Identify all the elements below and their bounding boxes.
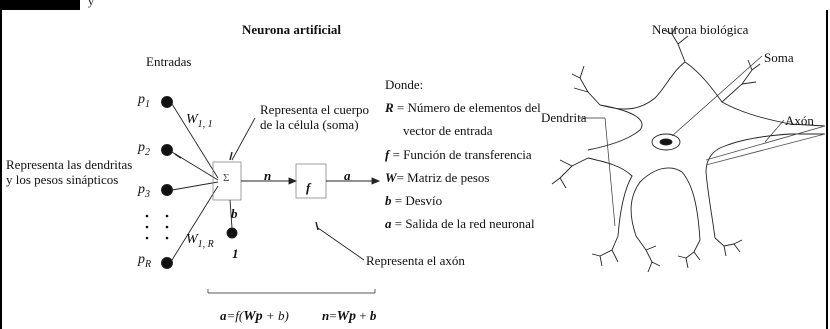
legend-row-W: W= Matriz de pesos bbox=[385, 170, 490, 185]
input-p3-label: p3 bbox=[138, 182, 150, 200]
ellipsis-dots bbox=[145, 214, 169, 240]
formula-a: a=f(Wp + b) bbox=[220, 308, 289, 324]
artificial-title: Neurona artificial bbox=[242, 22, 342, 37]
input-p2-label: p2 bbox=[138, 140, 150, 158]
weight-line-1 bbox=[171, 103, 219, 179]
nucleus bbox=[651, 133, 681, 151]
legend-title: Donde: bbox=[385, 77, 424, 92]
figure-frame bbox=[0, 10, 828, 329]
input-pR-label: pR bbox=[138, 252, 152, 270]
axon-pointer bbox=[317, 227, 365, 261]
biological-title: Neurona biológica bbox=[652, 22, 749, 37]
bias-line bbox=[229, 199, 233, 229]
bias-node bbox=[226, 227, 238, 239]
biological-neuron-drawing bbox=[551, 25, 826, 273]
artificial-neuron-drawing bbox=[145, 96, 381, 294]
dendrites-note-line1: Representa las dendritas bbox=[6, 157, 133, 172]
summation-box bbox=[212, 161, 242, 201]
bias-label: b bbox=[231, 206, 238, 221]
f-label: f bbox=[306, 180, 311, 195]
soma-pointer bbox=[231, 117, 256, 161]
input-node-p1 bbox=[161, 96, 173, 108]
axon-note: Representa el axón bbox=[366, 253, 465, 268]
weight-bottom-label: W1, R bbox=[186, 232, 214, 250]
input-node-p2 bbox=[161, 144, 173, 156]
soma-note-line2: de la célula (soma) bbox=[260, 117, 359, 132]
entradas-label: Entradas bbox=[146, 54, 192, 69]
axon-line-2 bbox=[705, 133, 826, 166]
soma-note-line1: Representa el cuerpo bbox=[260, 102, 370, 117]
sum-symbol: Σ bbox=[223, 172, 230, 184]
dendrita-pointer-diag bbox=[604, 117, 616, 227]
input-p1-label: p1 bbox=[138, 92, 150, 110]
legend-row-R: R = Número de elementos del bbox=[385, 100, 541, 115]
figure-number-block bbox=[0, 0, 80, 10]
input-node-p3 bbox=[161, 184, 173, 196]
axon-line-1 bbox=[705, 125, 826, 161]
header-title-fragment: y bbox=[88, 0, 94, 8]
dendrita-label: Dendrita bbox=[541, 110, 587, 125]
legend-row-R-cont: vector de entrada bbox=[403, 123, 493, 138]
nucleolus bbox=[659, 138, 673, 146]
legend-row-a: a = Salida de la red neuronal bbox=[385, 216, 535, 231]
dendrite-branches bbox=[551, 25, 761, 273]
n-label: n bbox=[264, 168, 272, 183]
bias-input-one: 1 bbox=[232, 246, 239, 261]
soma-pointer-line bbox=[671, 55, 763, 137]
weight-line-3 bbox=[171, 181, 219, 191]
formula-n: n=Wp + b bbox=[322, 308, 377, 324]
weight-line-R bbox=[171, 185, 219, 261]
axon-pointer-line bbox=[764, 119, 785, 143]
transfer-function-box bbox=[295, 163, 327, 199]
neuron-body-outline bbox=[587, 61, 826, 241]
soma-label: Soma bbox=[764, 50, 794, 65]
figure-header-bar: y bbox=[0, 0, 830, 10]
legend-row-b: b = Desvío bbox=[385, 193, 443, 208]
input-node-pR bbox=[161, 257, 173, 269]
legend-row-f: f = Función de transferencia bbox=[385, 147, 532, 162]
dendrites-note-line2: y los pesos sinápticos bbox=[6, 172, 119, 187]
a-output-label: a bbox=[344, 168, 351, 183]
weight-top-label: W1, 1 bbox=[186, 112, 213, 130]
